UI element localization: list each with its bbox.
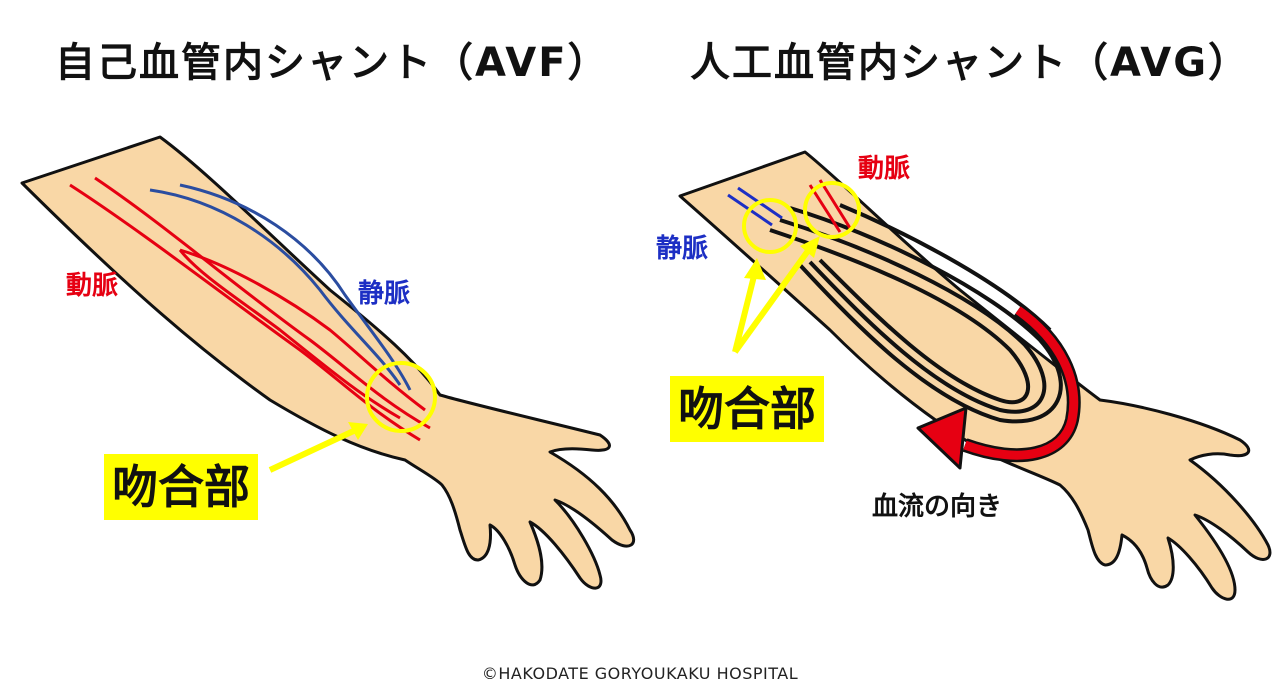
left-pointer-arrow [270, 428, 360, 470]
right-artery-label: 動脈 [858, 148, 910, 185]
left-arm-outline [22, 137, 634, 588]
title-avf: 自己血管内シャント（AVF） [55, 30, 610, 88]
left-vein-label: 静脈 [358, 273, 410, 310]
left-anastomosis-label: 吻合部 [104, 454, 258, 520]
left-arm [22, 137, 634, 588]
flow-direction-label: 血流の向き [872, 486, 1002, 523]
right-anastomosis-label: 吻合部 [670, 376, 824, 442]
flow-arrowhead [918, 408, 966, 468]
left-artery-label: 動脈 [66, 265, 118, 302]
copyright-footer: ©HAKODATE GORYOUKAKU HOSPITAL [0, 664, 1280, 683]
title-avg: 人工血管内シャント（AVG） [690, 30, 1250, 88]
right-vein-label: 静脈 [656, 228, 708, 265]
